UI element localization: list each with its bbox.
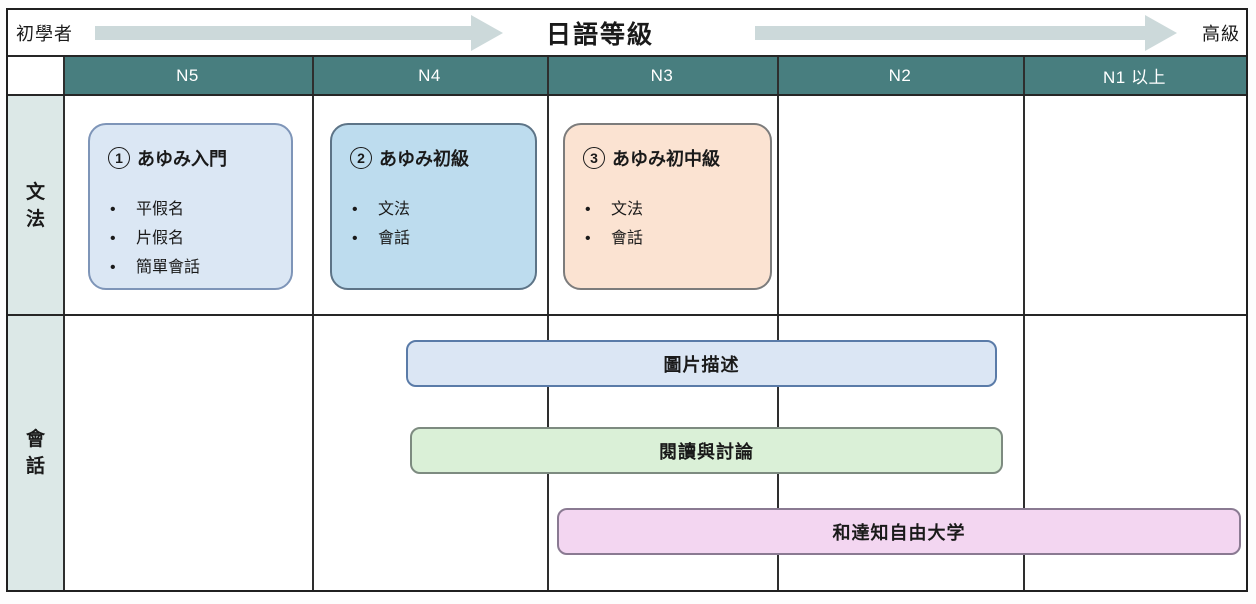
bullet-dot: •: [352, 201, 358, 218]
grammar-box-title: 1 あゆみ入門: [108, 145, 277, 171]
grid-line-vertical: [1023, 55, 1025, 590]
bullet-dot: •: [585, 201, 591, 218]
conversation-bar-wadachi-free-university: 和達知自由大学: [557, 508, 1241, 555]
grid-line-vertical: [312, 55, 314, 590]
conversation-bar-reading-discussion: 閱讀與討論: [410, 427, 1003, 474]
course-name: あゆみ初中級: [612, 149, 720, 169]
title-row: 初學者 日語等級 高級: [8, 10, 1246, 55]
grid-line-horizontal: [8, 55, 1246, 57]
column-header-n4: N4: [418, 65, 441, 85]
course-name: あゆみ初級: [379, 149, 469, 169]
grid-line-horizontal: [8, 314, 1246, 316]
column-header-n1: N1 以上: [1103, 68, 1166, 87]
row-label-conversation: 會話: [25, 428, 45, 477]
bullet-item: •簡單會話: [108, 253, 277, 282]
grammar-box-title: 2 あゆみ初級: [350, 145, 521, 171]
chart-frame: 初學者 日語等級 高級 N5 N4 N3 N2 N1 以上: [6, 8, 1248, 592]
right-arrow-icon: [95, 15, 503, 51]
bullet-dot: •: [110, 201, 116, 218]
bullet-list: •平假名 •片假名 •簡單會話: [108, 195, 277, 282]
bullet-list: •文法 •會話: [583, 195, 756, 253]
grammar-box-ayumi-intro: 1 あゆみ入門 •平假名 •片假名 •簡單會話: [88, 123, 293, 290]
grammar-box-ayumi-beginner: 2 あゆみ初級 •文法 •會話: [330, 123, 537, 290]
circled-number-icon: 3: [583, 147, 605, 169]
row-label-grammar: 文法: [25, 181, 45, 230]
grid-line-vertical: [547, 55, 549, 590]
bullet-dot: •: [110, 230, 116, 247]
grid-line-horizontal: [8, 94, 1246, 96]
column-header-n5: N5: [176, 65, 199, 85]
conversation-bar-picture-description: 圖片描述: [406, 340, 997, 387]
advanced-label: 高級: [1202, 23, 1240, 44]
circled-number-icon: 1: [108, 147, 130, 169]
bullet-dot: •: [585, 230, 591, 247]
level-header-row: N5 N4 N3 N2 N1 以上: [63, 55, 1246, 96]
grammar-box-title: 3 あゆみ初中級: [583, 145, 756, 171]
bullet-dot: •: [110, 259, 116, 276]
grid-line-vertical: [777, 55, 779, 590]
bullet-item: •片假名: [108, 224, 277, 253]
grammar-box-ayumi-pre-intermediate: 3 あゆみ初中級 •文法 •會話: [563, 123, 772, 290]
bullet-item: •平假名: [108, 195, 277, 224]
bullet-item: •會話: [350, 224, 521, 253]
row-label-column: 文法 會話: [8, 96, 63, 590]
column-header-n2: N2: [888, 65, 912, 85]
grid-line-vertical: [63, 55, 65, 590]
course-name: あゆみ入門: [137, 149, 227, 169]
bullet-item: •會話: [583, 224, 756, 253]
column-header-n3: N3: [650, 65, 674, 85]
bullet-item: •文法: [583, 195, 756, 224]
page-title: 日語等級: [545, 20, 654, 49]
bullet-item: •文法: [350, 195, 521, 224]
bullet-list: •文法 •會話: [350, 195, 521, 253]
bullet-dot: •: [352, 230, 358, 247]
right-arrow-icon: [755, 15, 1177, 51]
circled-number-icon: 2: [350, 147, 372, 169]
beginner-label: 初學者: [16, 23, 73, 44]
